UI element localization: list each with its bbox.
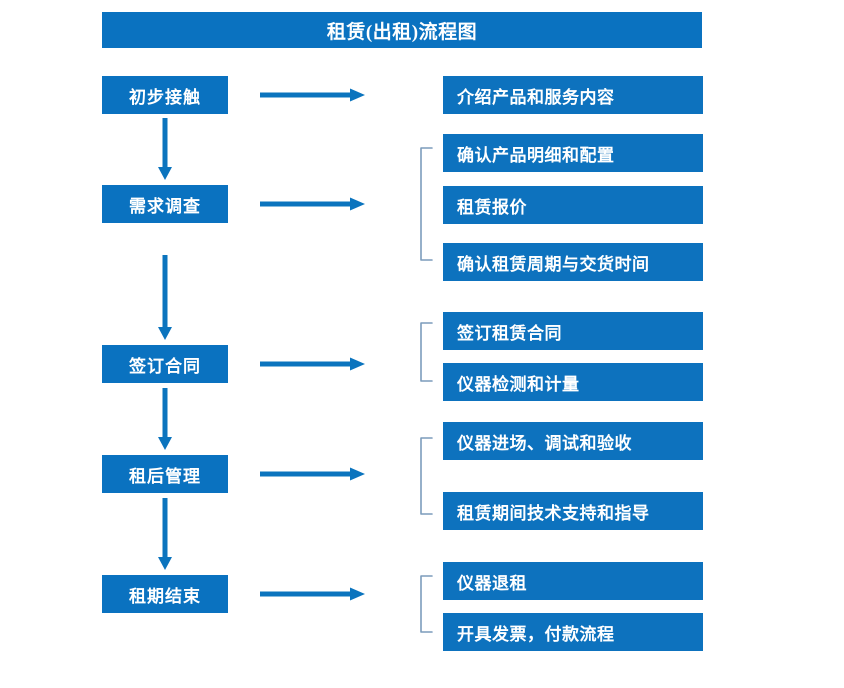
down-arrow-icon bbox=[157, 118, 173, 180]
group-bracket bbox=[418, 147, 433, 261]
group-bracket bbox=[418, 575, 433, 633]
down-arrow-icon bbox=[157, 498, 173, 570]
right-arrow-icon bbox=[260, 88, 365, 102]
detail-box[interactable]: 仪器进场、调试和验收 bbox=[443, 422, 703, 460]
stage-box[interactable]: 初步接触 bbox=[102, 76, 228, 114]
down-arrow-icon bbox=[157, 255, 173, 340]
right-arrow-icon bbox=[260, 197, 365, 211]
detail-box[interactable]: 仪器检测和计量 bbox=[443, 363, 703, 401]
stage-box[interactable]: 租期结束 bbox=[102, 575, 228, 613]
detail-box[interactable]: 租赁报价 bbox=[443, 186, 703, 224]
stage-box[interactable]: 租后管理 bbox=[102, 455, 228, 493]
page-title: 租赁(出租)流程图 bbox=[102, 12, 702, 48]
group-bracket bbox=[418, 437, 433, 515]
right-arrow-icon bbox=[260, 357, 365, 371]
group-bracket bbox=[418, 322, 433, 382]
detail-box[interactable]: 开具发票，付款流程 bbox=[443, 613, 703, 651]
detail-box[interactable]: 签订租赁合同 bbox=[443, 312, 703, 350]
stage-box[interactable]: 需求调查 bbox=[102, 185, 228, 223]
detail-box[interactable]: 租赁期间技术支持和指导 bbox=[443, 492, 703, 530]
down-arrow-icon bbox=[157, 388, 173, 450]
right-arrow-icon bbox=[260, 587, 365, 601]
right-arrow-icon bbox=[260, 467, 365, 481]
stage-box[interactable]: 签订合同 bbox=[102, 345, 228, 383]
detail-box[interactable]: 仪器退租 bbox=[443, 562, 703, 600]
detail-box[interactable]: 确认产品明细和配置 bbox=[443, 134, 703, 172]
detail-box[interactable]: 确认租赁周期与交货时间 bbox=[443, 243, 703, 281]
detail-box[interactable]: 介绍产品和服务内容 bbox=[443, 76, 703, 114]
